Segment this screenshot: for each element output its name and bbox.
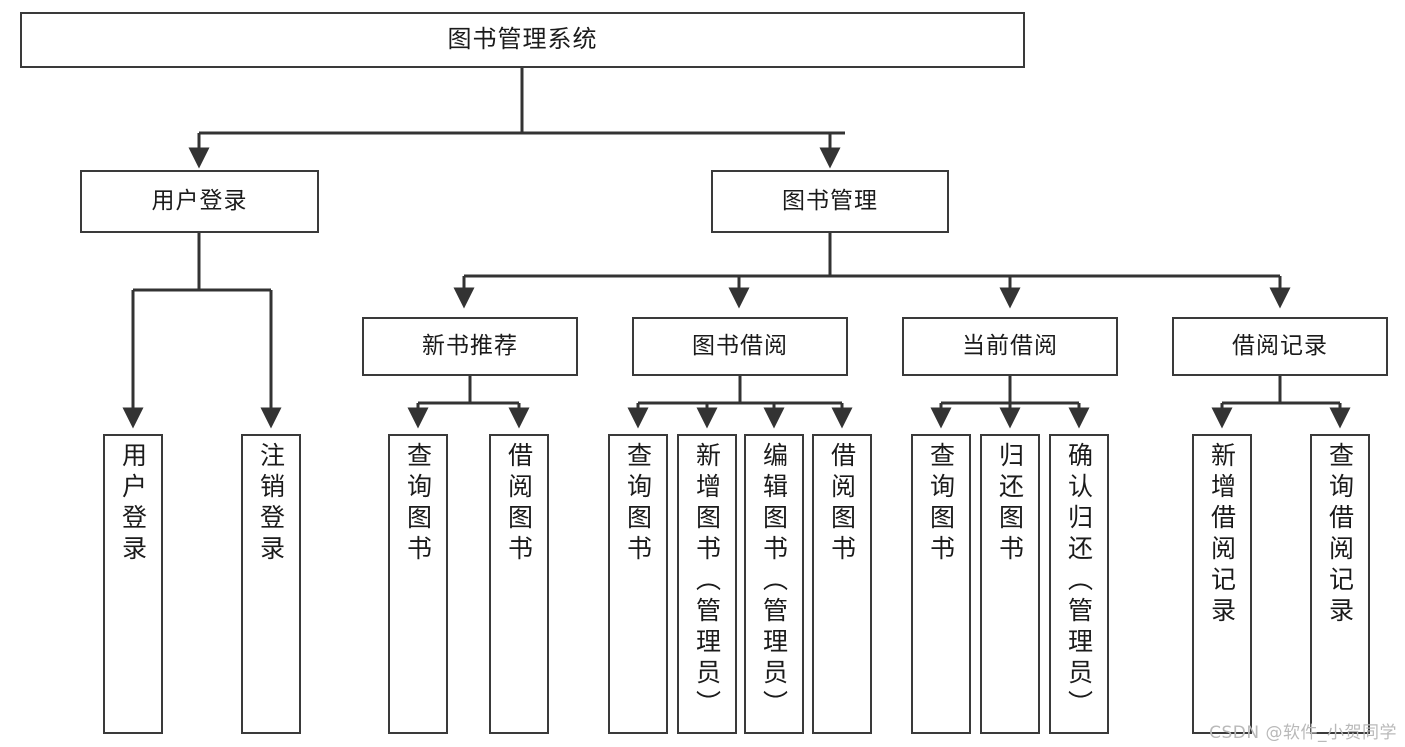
node-label: 注销登录	[256, 442, 286, 566]
leaf-borrow-record-query-record[interactable]: 查询借阅记录	[1310, 434, 1370, 734]
node-label: 新书推荐	[422, 333, 518, 360]
node-label: 图书管理系统	[447, 25, 598, 54]
leaf-book-borrow-query-book[interactable]: 查询图书	[608, 434, 668, 734]
node-label: 确认归还（管理员）	[1064, 442, 1094, 721]
node-label: 借阅图书	[827, 442, 857, 566]
node-label: 查询图书	[926, 442, 956, 566]
node-new-book-recommend[interactable]: 新书推荐	[362, 317, 578, 376]
node-label: 查询图书	[623, 442, 653, 566]
node-label: 查询借阅记录	[1325, 442, 1355, 628]
leaf-new-book-borrow-book[interactable]: 借阅图书	[489, 434, 549, 734]
leaf-current-borrow-return-book[interactable]: 归还图书	[980, 434, 1040, 734]
node-root-system[interactable]: 图书管理系统	[20, 12, 1025, 68]
node-label: 归还图书	[995, 442, 1025, 566]
leaf-borrow-record-add-record[interactable]: 新增借阅记录	[1192, 434, 1252, 734]
node-label: 图书管理	[782, 188, 878, 215]
node-label: 借阅记录	[1232, 333, 1328, 360]
node-label: 当前借阅	[962, 333, 1058, 360]
leaf-user-login-login[interactable]: 用户登录	[103, 434, 163, 734]
node-book-borrow[interactable]: 图书借阅	[632, 317, 848, 376]
node-book-management[interactable]: 图书管理	[711, 170, 949, 233]
node-label: 用户登录	[118, 442, 148, 566]
leaf-book-borrow-edit-book-admin[interactable]: 编辑图书（管理员）	[744, 434, 804, 734]
leaf-current-borrow-confirm-return-admin[interactable]: 确认归还（管理员）	[1049, 434, 1109, 734]
node-label: 用户登录	[151, 188, 248, 215]
node-user-login[interactable]: 用户登录	[80, 170, 319, 233]
leaf-user-login-logout[interactable]: 注销登录	[241, 434, 301, 734]
node-label: 图书借阅	[692, 333, 788, 360]
watermark: CSDN @软件_小贺同学	[1209, 723, 1397, 743]
leaf-book-borrow-add-book-admin[interactable]: 新增图书（管理员）	[677, 434, 737, 734]
node-current-borrow[interactable]: 当前借阅	[902, 317, 1118, 376]
leaf-new-book-query-book[interactable]: 查询图书	[388, 434, 448, 734]
node-label: 借阅图书	[504, 442, 534, 566]
node-label: 查询图书	[403, 442, 433, 566]
leaf-book-borrow-borrow-book[interactable]: 借阅图书	[812, 434, 872, 734]
leaf-current-borrow-query-book[interactable]: 查询图书	[911, 434, 971, 734]
node-borrow-record[interactable]: 借阅记录	[1172, 317, 1388, 376]
node-label: 新增借阅记录	[1207, 442, 1237, 628]
node-label: 新增图书（管理员）	[692, 442, 722, 721]
node-label: 编辑图书（管理员）	[759, 442, 789, 721]
